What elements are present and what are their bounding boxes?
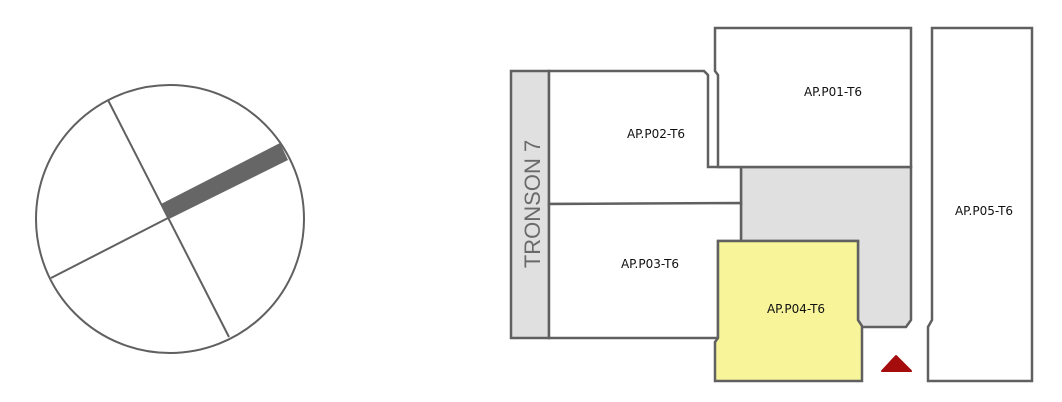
unit-label: AP.P04-T6 (767, 302, 825, 316)
unit-ap-p03[interactable]: AP.P03-T6 (547, 201, 743, 340)
compass-circle (35, 84, 305, 354)
compass-orientation-bar (161, 143, 288, 219)
tronson-label: TRONSON 7 (520, 140, 545, 268)
unit-ap-p05[interactable]: AP.P05-T6 (926, 26, 1034, 383)
tronson-block: TRONSON 7 (509, 69, 551, 340)
entrance-arrow-icon (881, 355, 912, 372)
unit-label: AP.P01-T6 (804, 85, 862, 99)
unit-ap-p02[interactable]: AP.P02-T6 (547, 69, 743, 206)
unit-label: AP.P02-T6 (627, 127, 685, 141)
compass-axis-line (50, 217, 169, 279)
unit-ap-p01[interactable]: AP.P01-T6 (713, 26, 913, 169)
unit-ap-p04[interactable]: AP.P04-T6 (713, 239, 864, 383)
unit-label: AP.P05-T6 (955, 204, 1013, 218)
unit-label: AP.P03-T6 (621, 257, 679, 271)
compass-axis-line (107, 99, 230, 338)
orientation-compass (35, 84, 305, 354)
